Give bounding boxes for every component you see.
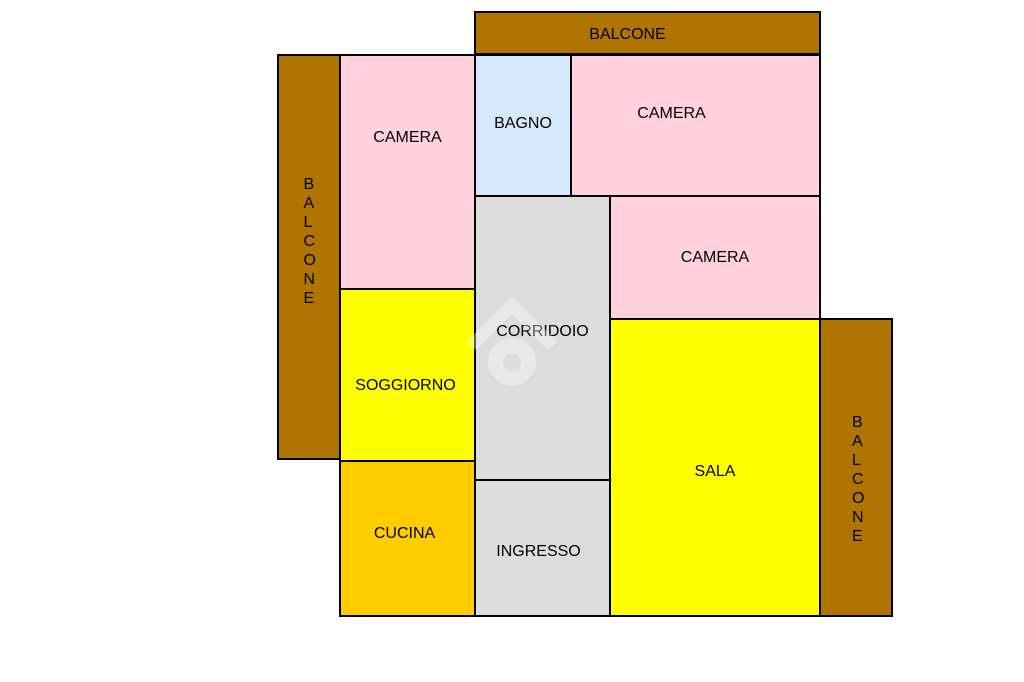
room-label-balcone-left: BALCONE	[303, 175, 316, 307]
room-label-cucina: CUCINA	[373, 524, 436, 542]
room-label-sala: SALA	[694, 462, 736, 480]
room-label-bagno: BAGNO	[494, 114, 552, 132]
room-camera-top-right: CAMERA	[570, 54, 821, 197]
room-label-balcone-top: BALCONE	[589, 26, 666, 43]
room-balcone-right: BALCONE	[818, 318, 893, 617]
room-label-camera-left: CAMERA	[373, 129, 442, 146]
room-corridoio: CORRIDOIO	[474, 195, 611, 481]
room-camera-mid-right: CAMERA	[609, 195, 821, 320]
room-label-balcone-right: BALCONE	[852, 414, 865, 545]
room-camera-left: CAMERA	[339, 54, 476, 290]
room-label-ingresso: INGRESSO	[496, 543, 581, 560]
room-label-camera-top-right: CAMERA	[637, 104, 706, 122]
room-label-corridoio: CORRIDOIO	[496, 323, 588, 341]
room-ingresso: INGRESSO	[474, 479, 611, 617]
room-bagno: BAGNO	[474, 54, 572, 197]
room-sala: SALA	[609, 318, 821, 617]
logo-watermark-icon	[466, 296, 558, 386]
room-balcone-left: BALCONE	[277, 54, 341, 460]
room-label-camera-mid-right: CAMERA	[680, 248, 750, 266]
room-soggiorno: SOGGIORNO	[339, 288, 476, 462]
room-label-soggiorno: SOGGIORNO	[355, 377, 456, 394]
room-balcone-top: BALCONE	[474, 11, 821, 55]
room-cucina: CUCINA	[339, 460, 476, 617]
